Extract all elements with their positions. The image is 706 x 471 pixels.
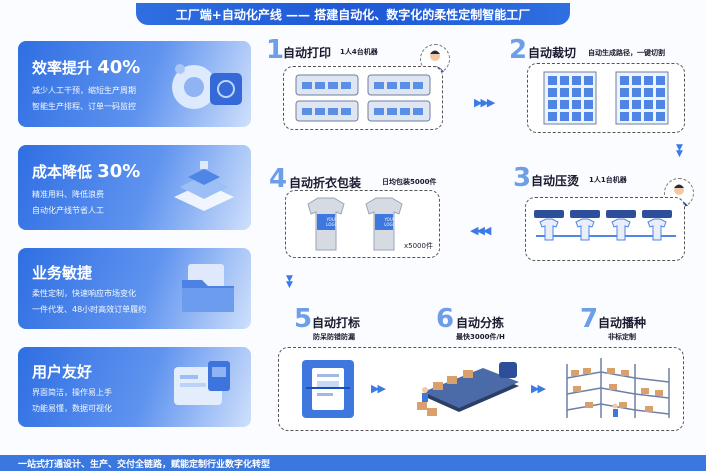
step-subtitle: 最快3000件/H	[456, 333, 505, 341]
step-title: 自动裁切	[528, 46, 577, 60]
step2-cutting-box	[527, 63, 685, 133]
flow-arrow-down: ▼▼	[286, 274, 293, 290]
dashboard-window-icon	[174, 361, 230, 405]
step-number: 2	[509, 35, 528, 65]
folder-icon	[182, 264, 234, 312]
warehouse-rack-icon	[566, 358, 670, 418]
step-title: 自动折衣包装	[289, 176, 362, 190]
step4-packaging-box: YOUR LOGO YOUR LOGO x5000件	[285, 190, 440, 258]
printer-icon	[295, 74, 431, 122]
step-subtitle: 防呆防错防漏	[313, 333, 355, 341]
sorting-line-icon	[417, 362, 519, 416]
step-title: 自动打印	[283, 46, 332, 60]
card-title: 用户友好	[32, 363, 93, 381]
footer-text: 一站式打通设计、生产、交付全链路，赋能定制行业数字化转型	[18, 459, 271, 470]
step-title: 自动打标	[312, 316, 361, 330]
step-number: 5	[294, 304, 313, 334]
card-title: 业务敏捷	[32, 264, 93, 282]
flow-arrow-right: ▶▶	[371, 382, 386, 395]
card-title: 效率提升	[32, 59, 93, 77]
card-value: 40%	[97, 57, 141, 78]
cut-grid-icon	[543, 71, 669, 125]
step-subtitle: 自动生成路径，一键切割	[588, 49, 665, 57]
card-line: 功能易懂，数据可视化	[32, 404, 112, 413]
flow-arrow-left: ◀◀◀	[470, 224, 491, 237]
benefit-card-cost: 成本降低 30% 精准用料、降低浪费 自动化产线节省人工	[18, 145, 251, 230]
flow-arrow-right: ▶▶	[531, 382, 546, 395]
step-number: 7	[580, 304, 599, 334]
step-subtitle: 1人4台机器	[340, 48, 378, 56]
step-subtitle: 1人1台机器	[589, 176, 627, 184]
flow-arrow-down: ▼▼	[676, 143, 683, 159]
card-line: 自动化产线节省人工	[32, 206, 104, 215]
package-count: x5000件	[404, 242, 433, 250]
card-line: 减少人工干预，缩短生产周期	[32, 86, 136, 95]
logo-label: YOUR LOGO	[384, 217, 396, 227]
step-title: 自动分拣	[456, 316, 505, 330]
logo-label: YOUR LOGO	[326, 217, 338, 227]
benefit-card-efficiency: 效率提升 40% 减少人工干预，缩短生产周期 智能生产排程、订单一码监控	[18, 41, 251, 127]
stacked-blocks-icon	[174, 161, 234, 211]
step-title: 自动压烫	[531, 174, 580, 188]
flow-arrow-right: ▶▶▶	[474, 96, 495, 109]
tshirt-icon	[534, 210, 676, 241]
step-number: 4	[269, 164, 288, 194]
card-line: 界面简洁，操作易上手	[32, 388, 112, 397]
step3-pressing-box	[525, 197, 685, 261]
page-footer: 一站式打通设计、生产、交付全链路，赋能定制行业数字化转型	[0, 455, 706, 471]
step-number: 1	[266, 35, 285, 65]
card-value: 30%	[97, 161, 141, 182]
step-subtitle: 日均包装5000件	[382, 178, 437, 186]
card-line: 精准用料、降低浪费	[32, 190, 104, 199]
card-line: 一件代发、48小时高效订单履约	[32, 305, 147, 314]
label-scan-icon	[302, 360, 354, 418]
step-number: 6	[436, 304, 455, 334]
benefit-card-agility: 业务敏捷 柔性定制，快速响应市场变化 一件代发、48小时高效订单履约	[18, 248, 251, 329]
package-icon	[307, 197, 403, 251]
steps-5-7-box: ▶▶ ▶▶	[278, 347, 684, 431]
card-line: 柔性定制，快速响应市场变化	[32, 289, 136, 298]
card-title: 成本降低	[32, 163, 93, 181]
step-title: 自动播种	[598, 316, 647, 330]
step1-printing-box	[283, 66, 443, 130]
efficiency-chart-icon	[172, 64, 242, 109]
header-title: 工厂端+自动化产线 —— 搭建自动化、数字化的柔性定制智能工厂	[175, 7, 531, 22]
benefit-card-user-friendly: 用户友好 界面简洁，操作易上手 功能易懂，数据可视化	[18, 347, 251, 427]
step-subtitle: 非标定制	[608, 333, 636, 341]
card-line: 智能生产排程、订单一码监控	[32, 102, 136, 111]
step-number: 3	[513, 163, 532, 193]
page-header: 工厂端+自动化产线 —— 搭建自动化、数字化的柔性定制智能工厂	[136, 3, 570, 25]
